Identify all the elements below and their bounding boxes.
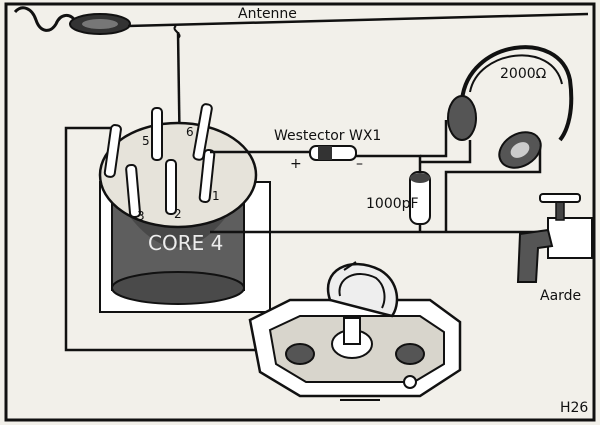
- antenna-label: Antenne: [238, 6, 297, 22]
- pin-6-label: 6: [186, 125, 194, 139]
- pin-2-label: 2: [174, 207, 182, 221]
- detector-minus-label: –: [356, 156, 363, 172]
- antenna-wire: [127, 12, 589, 28]
- detector-plus-label: +: [290, 156, 302, 172]
- variable-capacitor: [248, 261, 462, 401]
- diagram-frame: [4, 2, 596, 422]
- earth-tap: [516, 193, 593, 283]
- antenna-insulator: [13, 6, 131, 35]
- coil-label: CORE 4: [148, 231, 223, 255]
- coil-pins: [103, 103, 216, 218]
- capacitor: [409, 171, 431, 225]
- pin-5-label: 5: [142, 134, 150, 148]
- headphones: [447, 45, 574, 169]
- earth-label: Aarde: [540, 288, 581, 304]
- headphones-label: 2000Ω: [500, 66, 547, 82]
- capacitor-label: 1000pF: [366, 196, 419, 212]
- detector-label: Westector WX1: [274, 128, 381, 144]
- pin-1-label: 1: [212, 189, 220, 203]
- pin-3-label: 3: [137, 209, 145, 223]
- westector-detector: [309, 145, 357, 161]
- figure-number: H26: [560, 400, 588, 416]
